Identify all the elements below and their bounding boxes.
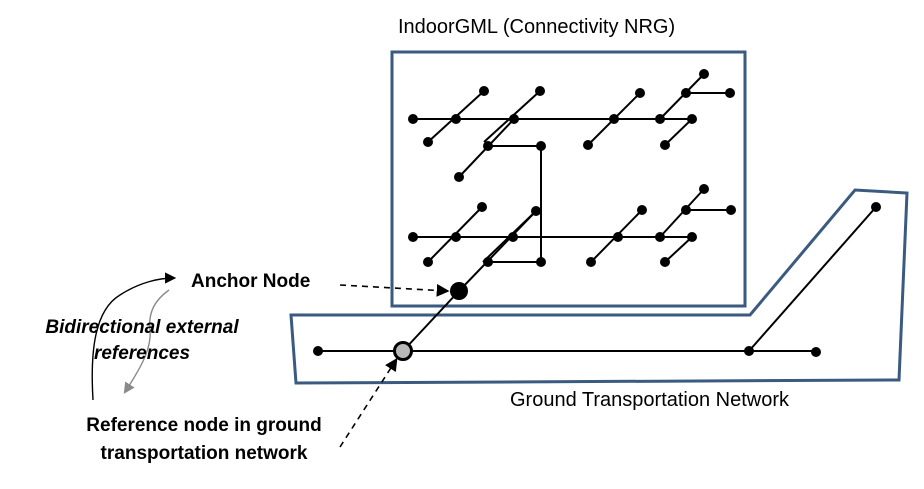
- ground-network-title: Ground Transportation Network: [510, 389, 790, 411]
- indoor-network-edges: [413, 73, 731, 292]
- anchor-node-label: Anchor Node: [191, 271, 311, 292]
- ground-network-edges: [318, 206, 877, 352]
- bidirectional-up-arrow: [91, 272, 177, 401]
- indoor-network-nodes: [408, 69, 736, 267]
- bidirectional-references-label: Bidirectional external references: [45, 317, 239, 364]
- anchor-node: [450, 282, 468, 300]
- bidirectional-down-arrow: [123, 289, 170, 394]
- ground-network-nodes: [313, 202, 881, 357]
- indoor-network-frame: [390, 50, 747, 308]
- anchor-pointer-arrow: [339, 284, 450, 297]
- ground-network-frame: [289, 188, 909, 385]
- reference-node: [393, 341, 413, 361]
- indoor-network-title: IndoorGML (Connectivity NRG): [398, 16, 676, 38]
- reference-node-label: Reference node in ground transportation …: [86, 415, 322, 464]
